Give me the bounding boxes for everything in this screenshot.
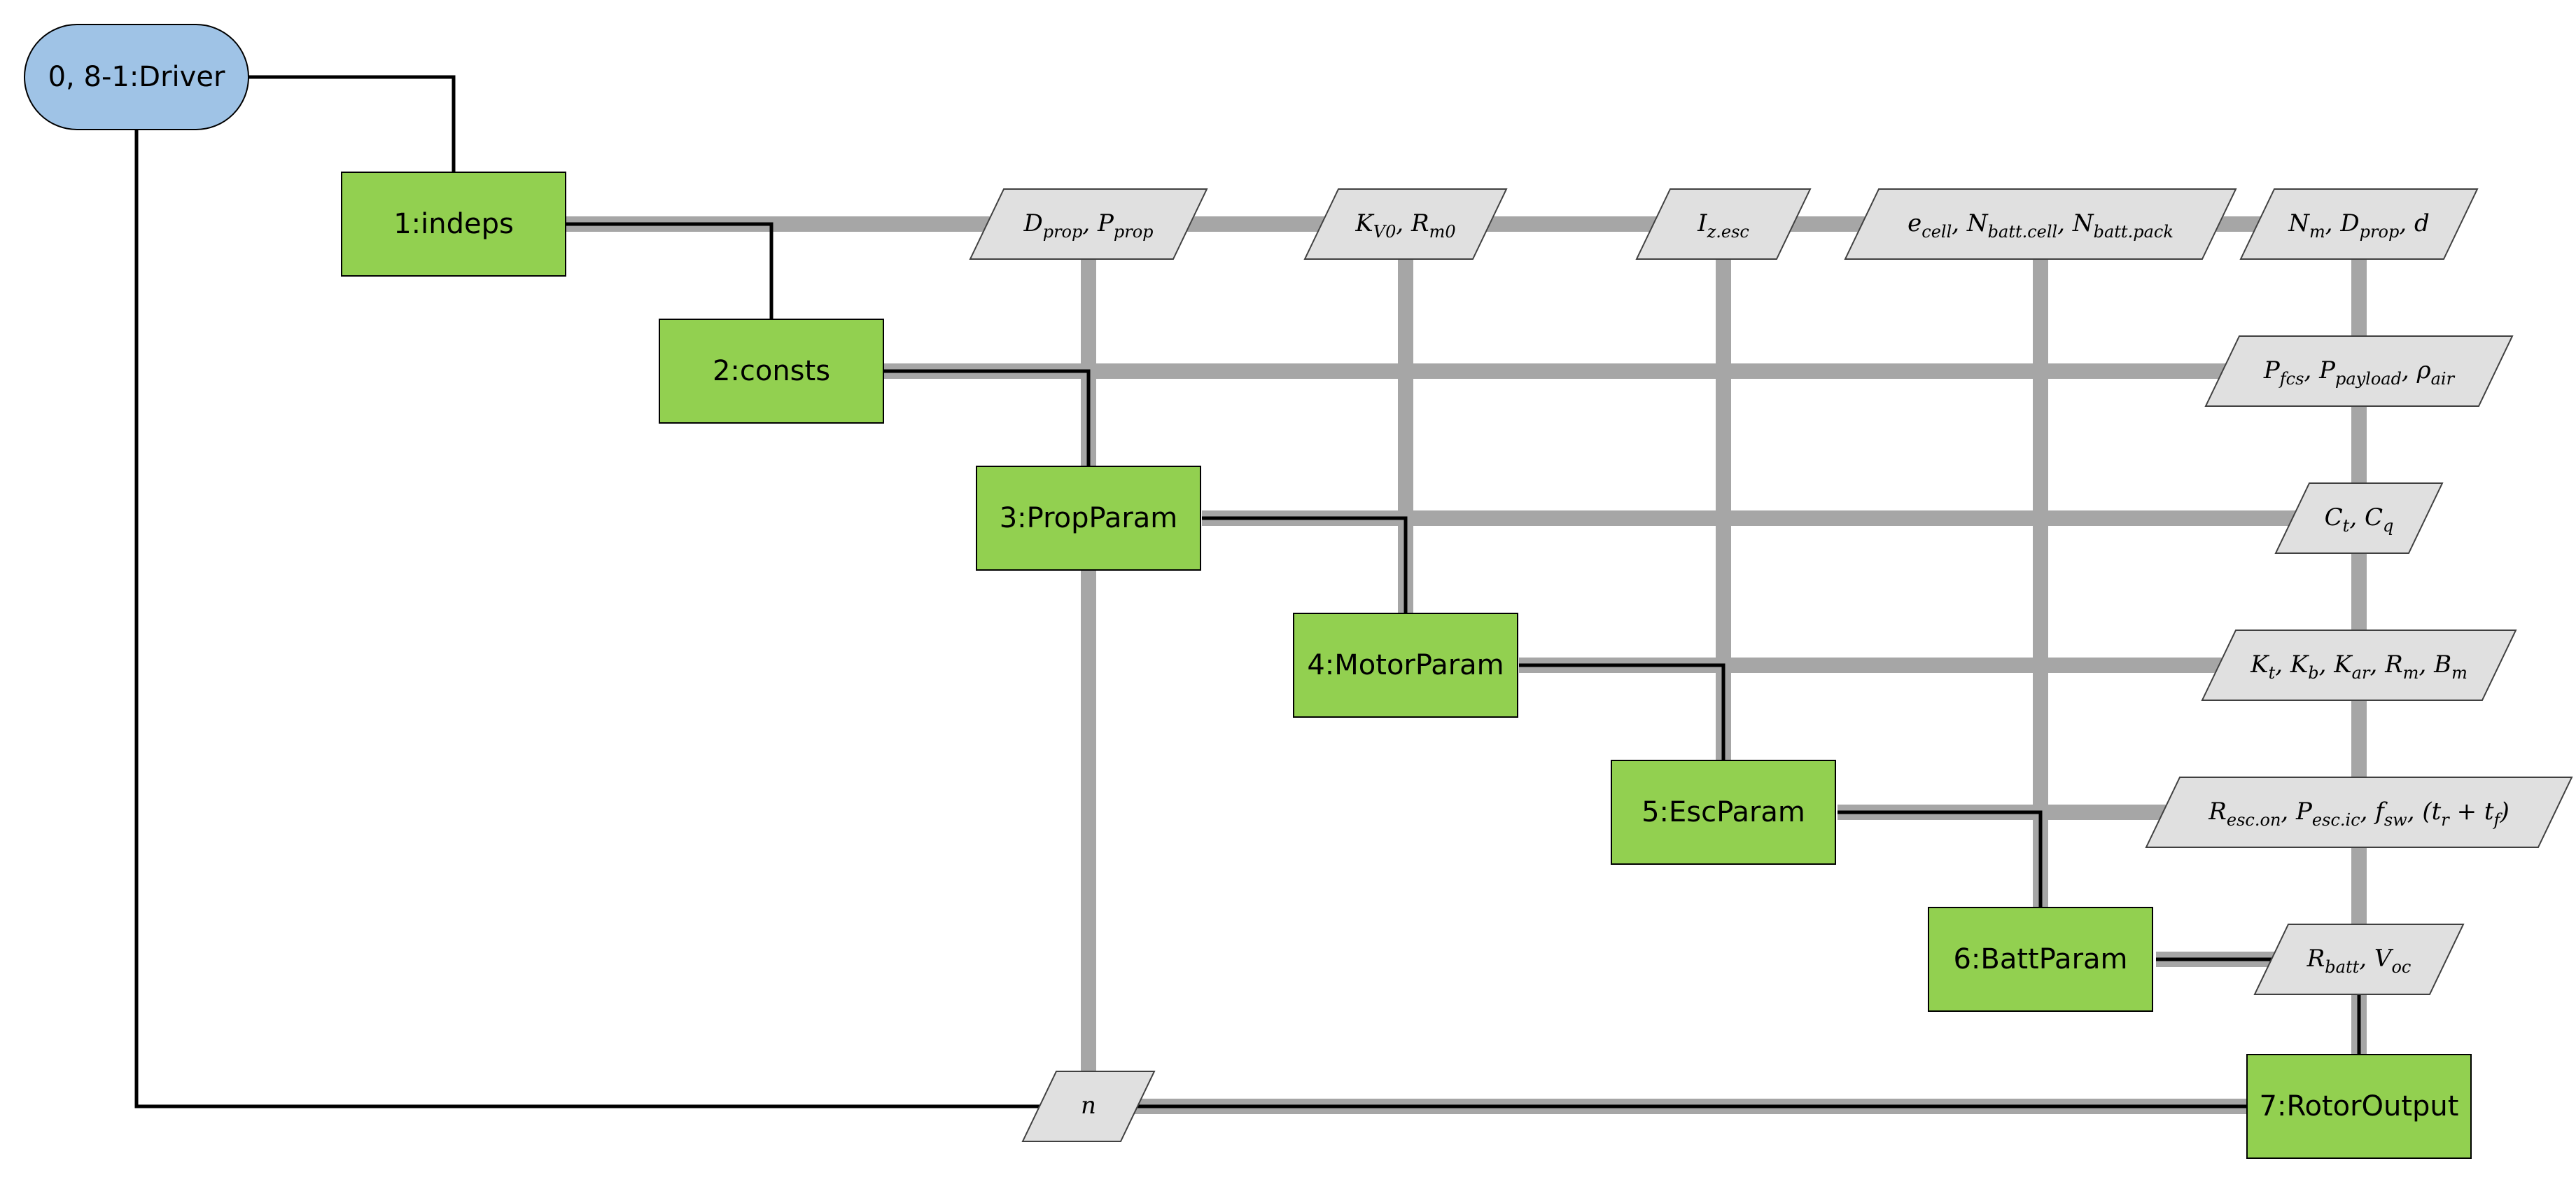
data-node-shape [2274, 482, 2444, 554]
data-node-ecell-nbatt[interactable]: ecell​, Nbatt.cell​, Nbatt.pack​ [1844, 188, 2237, 260]
data-node-label-iz-esc: Iz.esc​ [1697, 209, 1749, 242]
data-node-label-kt-kb-kar-rm-bm: Kt​, Kb​, Kar​, Rm​, Bm​ [2250, 651, 2468, 683]
data-node-shape [2145, 777, 2573, 848]
component-label-rotoroutput: 7:RotorOutput [2260, 1090, 2459, 1122]
component-battparam[interactable]: 6:BattParam [1928, 907, 2153, 1012]
component-label-propparam: 3:PropParam [1000, 502, 1178, 534]
data-node-label-pfcs-ppayload-rho: Pfcs​, Ppayload​, ρair​ [2263, 356, 2456, 389]
data-node-label-d-prop-p-prop: Dprop​, Pprop​ [1023, 209, 1153, 242]
process-line-indeps-consts [566, 222, 774, 319]
data-node-resc-pesc-fsw-t[interactable]: Resc.on​, Pesc.ic​, fsw​, (tr​ + tf​) [2145, 777, 2573, 848]
component-box [2246, 1054, 2472, 1159]
data-node-n[interactable]: n [1021, 1071, 1156, 1142]
process-line-driver-indeps [248, 75, 456, 172]
data-node-shape [2201, 630, 2517, 701]
data-node-label-ct-cq: Ct​, Cq​ [2325, 503, 2394, 536]
component-label-battparam: 6:BattParam [1953, 943, 2127, 975]
component-propparam[interactable]: 3:PropParam [976, 466, 1201, 571]
component-label-motorparam: 4:MotorParam [1307, 649, 1504, 681]
data-node-label-rbatt-voc: Rbatt​, Voc​ [2306, 945, 2412, 977]
driver-node[interactable]: 0, 8-1:Driver [24, 24, 249, 130]
component-box [1293, 613, 1518, 718]
data-node-shape [2239, 188, 2479, 260]
process-line-motorparam-escparam [1519, 663, 1726, 760]
data-node-label-nm-dprop-d: Nm​, Dprop​, d [2288, 209, 2429, 242]
data-node-shape [2253, 924, 2465, 995]
component-label-escparam: 5:EscParam [1642, 796, 1805, 828]
data-node-shape [969, 188, 1208, 260]
data-node-label-kv0-rm0: KV0​, Rm0​ [1354, 209, 1455, 242]
component-box [341, 172, 566, 277]
data-node-shape [1303, 188, 1508, 260]
component-box [1928, 907, 2153, 1012]
component-box [1611, 760, 1836, 865]
component-blocks: 1:indeps 2:consts 3:PropParam 4:MotorParam 5… [341, 172, 2472, 1159]
component-rotoroutput[interactable]: 7:RotorOutput [2246, 1054, 2472, 1159]
component-motorparam[interactable]: 4:MotorParam [1293, 613, 1518, 718]
data-node-pfcs-ppayload-rho[interactable]: Pfcs​, Ppayload​, ρair​ [2204, 335, 2514, 407]
data-node-label-resc-pesc-fsw-t: Resc.on​, Pesc.ic​, fsw​, (tr​ + tf​) [2208, 798, 2509, 830]
data-node-label-n: n [1081, 1092, 1096, 1120]
data-node-shape [1635, 188, 1812, 260]
driver-label: 0, 8-1:Driver [48, 61, 225, 93]
data-node-label-ecell-nbatt: ecell​, Nbatt.cell​, Nbatt.pack​ [1907, 209, 2174, 242]
process-flow-lines [134, 75, 2361, 1108]
data-node-ct-cq[interactable]: Ct​, Cq​ [2274, 482, 2444, 554]
component-box [659, 319, 884, 424]
process-line-propparam-motorparam [1202, 516, 1408, 613]
data-node-kv0-rm0[interactable]: KV0​, Rm0​ [1303, 188, 1508, 260]
data-node-shape [1021, 1071, 1156, 1142]
component-box [976, 466, 1201, 571]
process-line-escparam-battparam [1837, 810, 2043, 908]
data-node-nm-dprop-d[interactable]: Nm​, Dprop​, d [2239, 188, 2479, 260]
data-node-d-prop-p-prop[interactable]: Dprop​, Pprop​ [969, 188, 1208, 260]
data-node-kt-kb-kar-rm-bm[interactable]: Kt​, Kb​, Kar​, Rm​, Bm​ [2201, 630, 2517, 701]
data-node-rbatt-voc[interactable]: Rbatt​, Voc​ [2253, 924, 2465, 995]
component-indeps[interactable]: 1:indeps [341, 172, 566, 277]
data-nodes: Dprop​, Pprop​ KV0​, Rm0​ Iz.esc​ ecell​, N… [969, 188, 2573, 1142]
process-line-rotoroutput-driver [134, 130, 2247, 1108]
component-escparam[interactable]: 5:EscParam [1611, 760, 1836, 865]
component-label-consts: 2:consts [713, 355, 830, 387]
process-line-consts-propparam [883, 369, 1091, 466]
component-label-indeps: 1:indeps [393, 208, 514, 240]
data-node-shape [2204, 335, 2514, 407]
data-node-shape [1844, 188, 2237, 260]
component-consts[interactable]: 2:consts [659, 319, 884, 424]
data-node-iz-esc[interactable]: Iz.esc​ [1635, 188, 1812, 260]
